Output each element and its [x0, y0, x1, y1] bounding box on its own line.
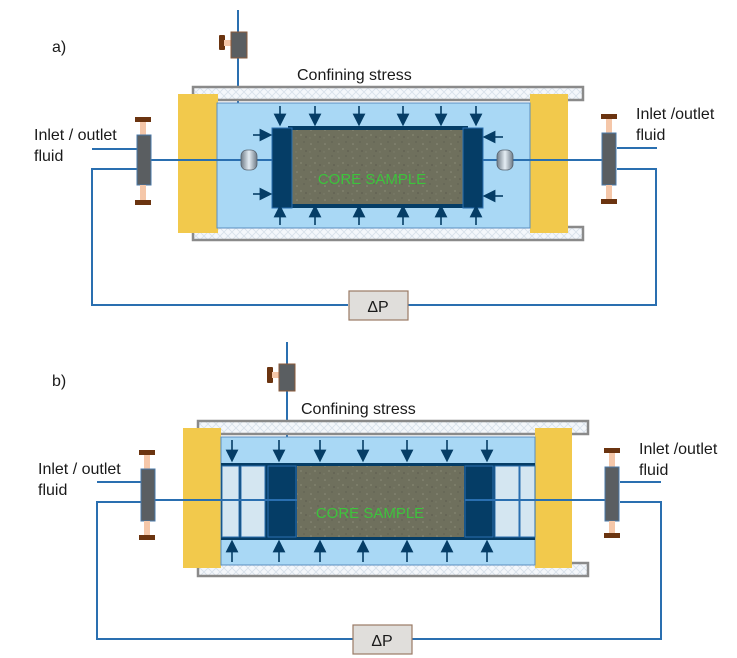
left-port-label-line1: Inlet / outlet [34, 127, 117, 144]
valve-handle-icon [219, 35, 225, 50]
right-port-label-line2: fluid [639, 462, 668, 479]
spacer-left-2 [240, 465, 266, 538]
right-port-label-line2: fluid [636, 127, 665, 144]
dp-gauge[interactable]: ΔP [352, 624, 413, 655]
housing-top [191, 85, 585, 102]
panel-b: b) Confining stress CORE SAMPLE Inlet / … [38, 342, 718, 655]
end-cap-left [178, 94, 218, 233]
end-cap-right [535, 428, 572, 568]
core-sample [297, 466, 464, 537]
dp-line-left [91, 168, 348, 306]
platen-left [267, 465, 297, 538]
left-port-label-line2: fluid [34, 148, 63, 165]
housing-bottom [191, 225, 585, 242]
platen-right [462, 127, 484, 209]
end-cap-right [530, 94, 568, 233]
left-port-label-line1: Inlet / outlet [38, 461, 121, 478]
core-sample-label: CORE SAMPLE [318, 171, 426, 188]
panel-a: a) Confining stress CORE SAMPLE Inlet / … [34, 10, 715, 321]
dp-line-left [96, 501, 353, 640]
right-port-label-line1: Inlet /outlet [636, 106, 715, 123]
spring-left-icon [240, 149, 258, 171]
dp-gauge[interactable]: ΔP [348, 290, 409, 321]
confining-arrows [225, 440, 494, 562]
left-port-label-line2: fluid [38, 482, 67, 499]
dp-label: ΔP [371, 633, 392, 650]
spacer-left-1 [221, 465, 240, 538]
panel-a-label: a) [52, 39, 66, 56]
valve-stem [224, 40, 232, 46]
end-cap-left [183, 428, 221, 568]
right-port-label-line1: Inlet /outlet [639, 441, 718, 458]
spring-right-icon [496, 149, 514, 171]
valve-stem [272, 372, 280, 378]
valve-right-icon[interactable] [601, 114, 617, 204]
valve-left-icon[interactable] [135, 117, 152, 205]
spacer-right-2 [519, 465, 536, 538]
valve-right-icon[interactable] [604, 448, 620, 538]
spacer-right-1 [494, 465, 520, 538]
confining-valve-icon[interactable] [230, 31, 248, 59]
platen-left [271, 127, 293, 209]
platen-right [464, 465, 494, 538]
valve-left-icon[interactable] [139, 450, 156, 540]
core-sample-label: CORE SAMPLE [316, 505, 424, 522]
confining-valve-icon[interactable] [278, 363, 296, 392]
dp-line-right [412, 501, 662, 640]
dp-label: ΔP [367, 299, 388, 316]
dp-line-right [408, 168, 657, 306]
confining-stress-label: Confining stress [301, 401, 416, 418]
core-sample [288, 126, 468, 208]
valve-handle-icon [267, 367, 273, 383]
panel-b-label: b) [52, 373, 66, 390]
housing-top [196, 419, 590, 436]
confining-stress-label: Confining stress [297, 67, 412, 84]
confining-arrows [253, 106, 503, 225]
